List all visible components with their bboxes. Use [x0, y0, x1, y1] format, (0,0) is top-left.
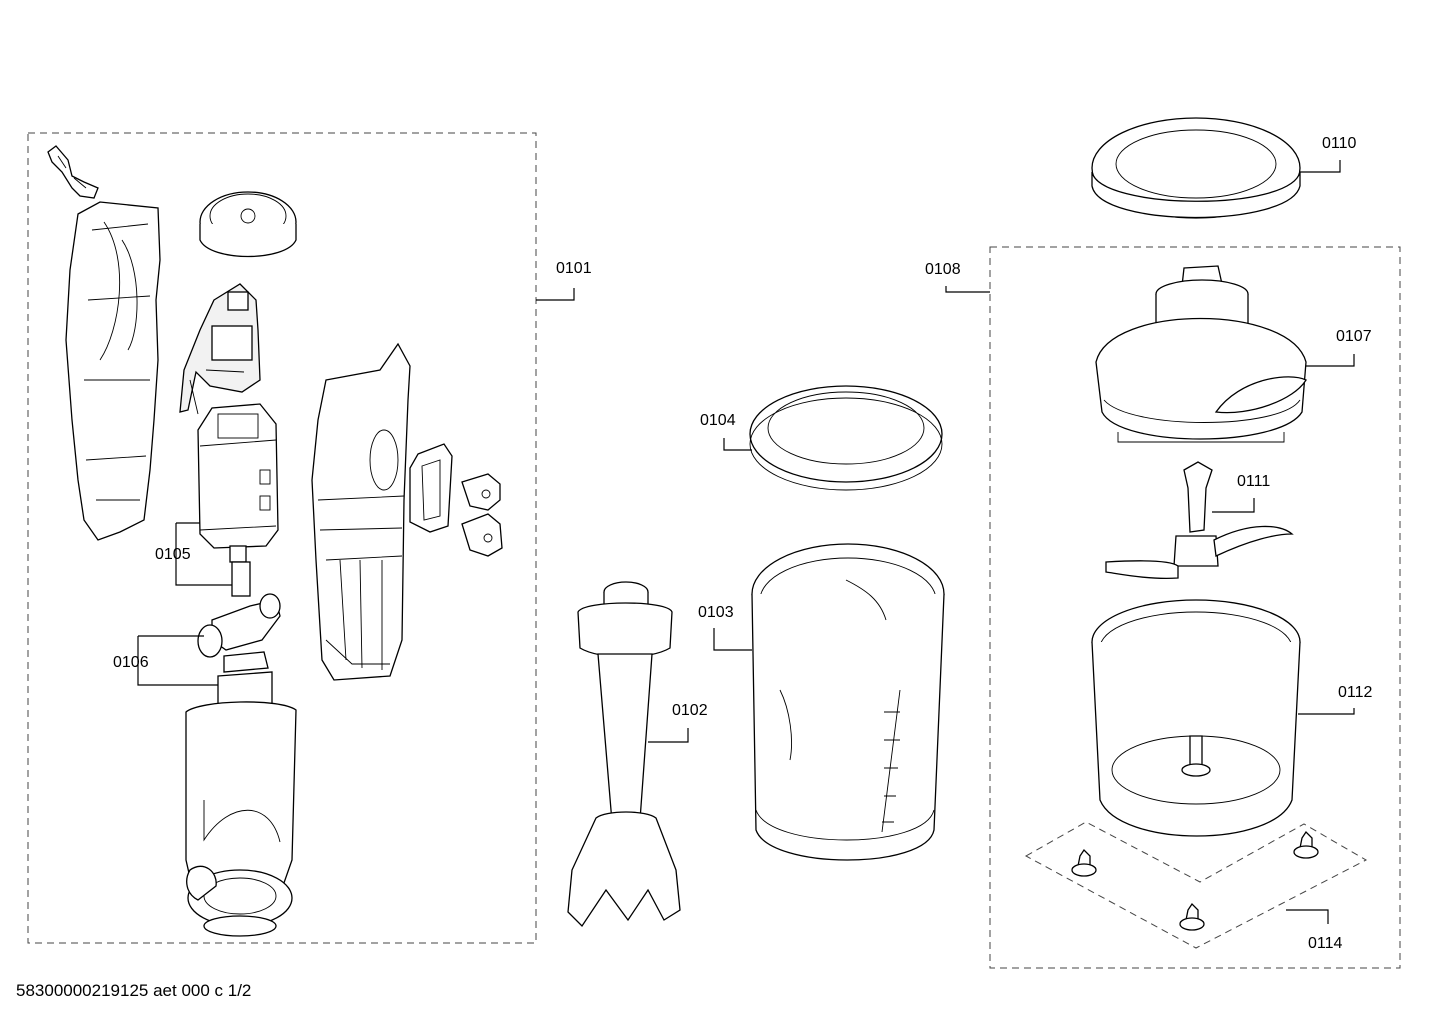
drawing-number: 58300000219125 aet 000 c 1/2: [16, 981, 252, 1000]
leader-0101: [536, 288, 575, 301]
group-box-0108: [989, 246, 1401, 969]
label-0105: 0105: [155, 546, 191, 563]
chopper-lid-0110: [1091, 117, 1301, 219]
beaker-0103: [751, 543, 945, 861]
speed-buttons: [461, 473, 503, 557]
leader-0111: [1212, 498, 1255, 513]
leader-0106: [137, 635, 218, 686]
leader-0104: [723, 438, 752, 451]
chopper-top-0107: [1095, 265, 1307, 443]
label-0103: 0103: [698, 604, 734, 621]
lower-housing: [185, 671, 297, 937]
right-housing-shell: [311, 342, 411, 681]
motor-cap: [199, 191, 297, 258]
label-0102: 0102: [672, 702, 708, 719]
leader-0103: [713, 628, 752, 651]
chopper-bowl-0112: [1091, 599, 1301, 837]
cable-part: [47, 145, 99, 199]
left-housing-shell: [65, 201, 161, 541]
label-0111: 0111: [1237, 473, 1270, 490]
leader-0102: [648, 728, 689, 743]
label-0106: 0106: [113, 654, 149, 671]
blender-foot-0102: [567, 581, 681, 928]
label-0104: 0104: [700, 412, 736, 429]
chopper-blade-0111: [1105, 461, 1294, 580]
leader-0114: [1286, 909, 1329, 924]
leader-0110: [1300, 160, 1341, 173]
switch-frame: [409, 443, 453, 533]
label-0110: 0110: [1322, 135, 1357, 152]
leader-0112: [1298, 708, 1355, 715]
coupling-0106: [197, 593, 281, 673]
leader-0108: [945, 286, 990, 293]
leader-0105: [175, 522, 232, 586]
leader-0107: [1306, 354, 1355, 367]
motor-0105: [197, 403, 279, 597]
label-0114: 0114: [1308, 935, 1343, 952]
switch-board: [179, 283, 261, 415]
label-0101: 0101: [556, 260, 592, 277]
non-slip-base-0114: [1024, 821, 1368, 949]
label-0112: 0112: [1338, 684, 1373, 701]
beaker-lid-0104: [749, 385, 943, 491]
group-box-0101: [27, 132, 537, 944]
label-0108: 0108: [925, 261, 961, 278]
label-0107: 0107: [1336, 328, 1372, 345]
